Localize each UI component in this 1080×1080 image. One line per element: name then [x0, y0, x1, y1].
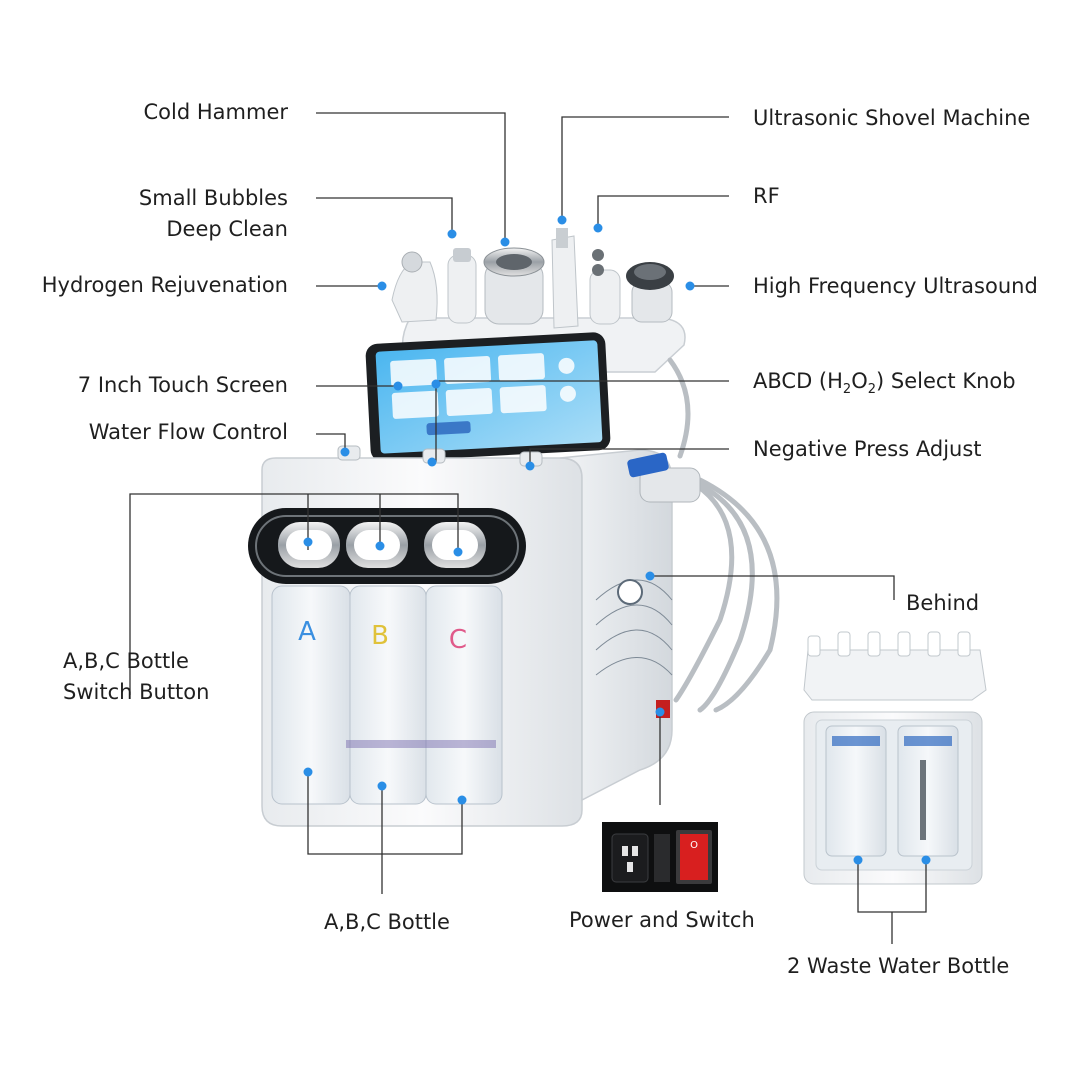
- side-swirl-decoration: [595, 579, 673, 676]
- label-behind: Behind: [906, 591, 980, 615]
- label-rf: RF: [753, 184, 780, 208]
- label-hydrogen-rejuvenation: Hydrogen Rejuvenation: [41, 273, 288, 297]
- behind-view-device: [803, 631, 987, 885]
- label-high-frequency-ultrasound: High Frequency Ultrasound: [753, 274, 1038, 298]
- small-bubbles-handpiece: [447, 248, 477, 324]
- label-touch-screen: 7 Inch Touch Screen: [77, 373, 288, 397]
- label-negative-press-adjust: Negative Press Adjust: [753, 437, 982, 461]
- bottle-letter-c: C: [449, 625, 467, 655]
- side-knob: [617, 579, 643, 605]
- label-power-and-switch: Power and Switch: [569, 908, 755, 932]
- red-power-switch: [680, 834, 708, 880]
- callout-dots: [303, 215, 931, 865]
- label-abc-switch-line1: A,B,C Bottle: [63, 649, 189, 673]
- power-switch-panel: O: [602, 822, 718, 892]
- label-water-flow-control: Water Flow Control: [88, 420, 288, 444]
- label-small-bubbles-line2: Deep Clean: [166, 217, 288, 241]
- switch-button-c: [424, 522, 486, 568]
- label-select-knob: ABCD (H2O2) Select Knob: [753, 369, 1016, 397]
- handpiece-cables: [661, 357, 780, 713]
- hydrogen-handpiece: [391, 251, 438, 323]
- bottle-b: [349, 585, 427, 805]
- ultrasonic-shovel-handpiece: [551, 228, 579, 329]
- bottle-c: [425, 585, 503, 805]
- main-device: A B C: [248, 228, 780, 827]
- label-ultrasonic-shovel: Ultrasonic Shovel Machine: [753, 106, 1031, 130]
- svg-text:O: O: [690, 840, 698, 851]
- label-cold-hammer: Cold Hammer: [143, 100, 288, 124]
- cold-hammer-handpiece: [483, 247, 545, 325]
- label-waste-water-bottle: 2 Waste Water Bottle: [787, 954, 1010, 978]
- label-abc-bottle: A,B,C Bottle: [324, 910, 450, 934]
- bottle-letter-a: A: [298, 617, 316, 647]
- label-small-bubbles-line1: Small Bubbles: [138, 186, 288, 210]
- bottle-letter-b: B: [371, 621, 389, 651]
- hf-ultrasound-handpiece: [626, 262, 674, 323]
- leader-lines: [129, 112, 927, 944]
- rf-handpiece: [589, 249, 621, 325]
- label-abc-switch-line2: Switch Button: [63, 680, 210, 704]
- touch-screen: [365, 332, 611, 462]
